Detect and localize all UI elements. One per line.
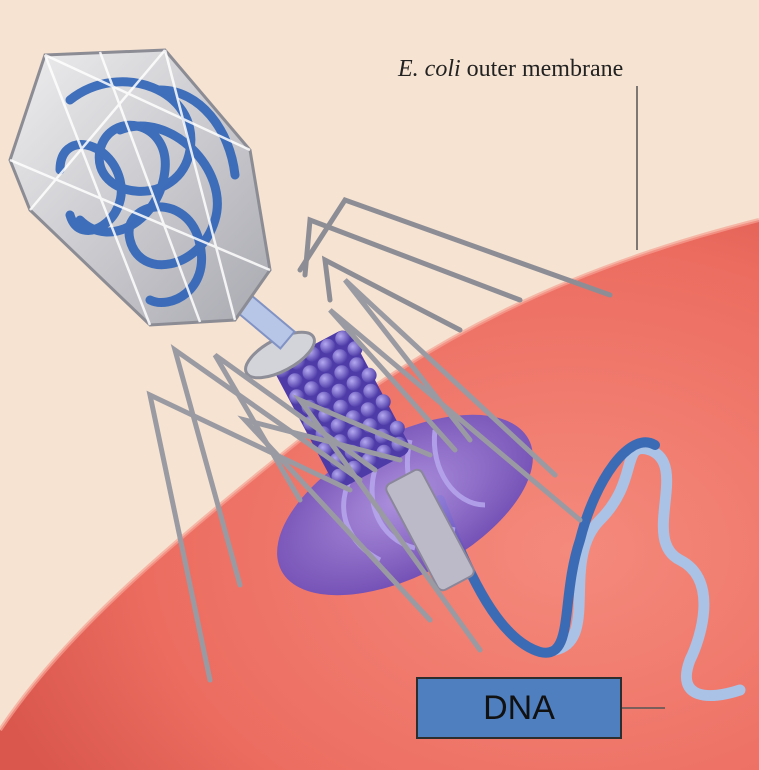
sheath-bead (349, 357, 364, 372)
sheath-bead (347, 426, 362, 441)
sheath-bead (377, 410, 392, 425)
sheath-bead (334, 365, 349, 380)
sheath-bead (318, 357, 333, 372)
sheath-bead (361, 402, 376, 417)
sheath-bead (317, 392, 332, 407)
sheath-bead (363, 384, 378, 399)
sheath-bead (348, 392, 363, 407)
sheath-bead (288, 373, 303, 388)
dna-label: DNA (483, 689, 555, 728)
membrane-text-label: outer membrane (467, 56, 624, 82)
sheath-bead (319, 373, 334, 388)
sheath-bead (333, 349, 348, 364)
sheath-bead (304, 381, 319, 396)
sheath-bead (376, 394, 391, 409)
membrane-label: E. coli outer membrane (398, 56, 623, 83)
sheath-bead (390, 421, 405, 436)
sheath-bead (362, 368, 377, 383)
sheath-bead (320, 339, 335, 354)
membrane-species-label: E. coli (398, 56, 461, 82)
dna-label-box: DNA (416, 677, 622, 739)
sheath-bead (303, 365, 318, 380)
capsid-head (10, 50, 270, 325)
sheath-bead (347, 376, 362, 391)
sheath-bead (332, 384, 347, 399)
